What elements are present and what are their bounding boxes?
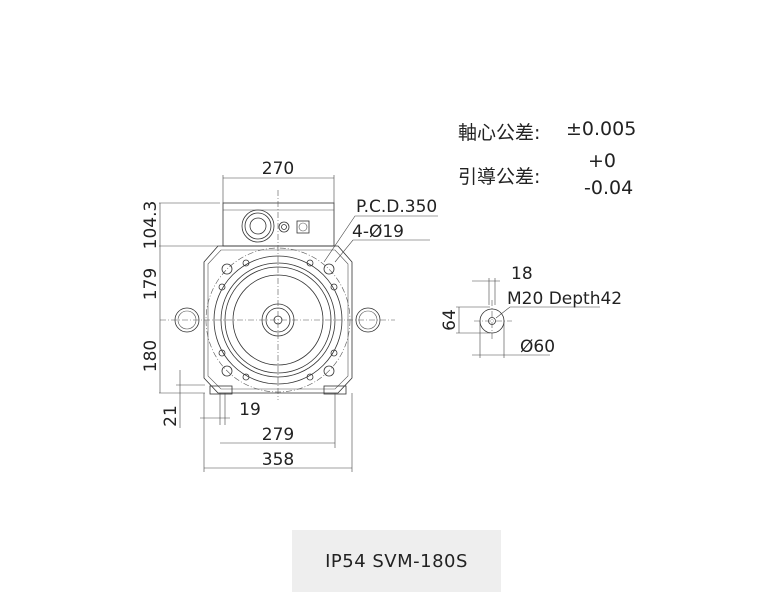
terminal-box xyxy=(222,202,335,247)
dim-overall-width: 358 xyxy=(262,450,294,470)
pcd-label: P.C.D.350 xyxy=(356,197,437,217)
dim-foot-width: 19 xyxy=(239,400,261,420)
dim-foot-height: 21 xyxy=(161,405,181,427)
shaft-end-view xyxy=(456,278,600,358)
dim-height: 64 xyxy=(440,309,460,331)
dim-key: 18 xyxy=(511,264,533,284)
pilot-tolerance-label: 引導公差: xyxy=(458,166,541,188)
axis-tolerance-value: ±0.005 xyxy=(566,118,637,140)
dim-box-height: 104.3 xyxy=(141,201,161,250)
dimensions xyxy=(159,175,438,472)
dim-lower-half: 180 xyxy=(141,340,161,372)
dim-upper-half: 179 xyxy=(141,268,161,300)
holes-label: 4-Ø19 xyxy=(352,222,404,242)
axis-tolerance-label: 軸心公差: xyxy=(458,122,541,144)
dim-diameter: Ø60 xyxy=(520,337,555,357)
thread-label: M20 Depth42 xyxy=(507,289,622,309)
pilot-tolerance-upper: +0 xyxy=(588,150,617,172)
model-label: IP54 SVM-180S xyxy=(292,530,501,592)
dim-top-width: 270 xyxy=(262,159,294,179)
dim-foot-spacing: 279 xyxy=(262,425,294,445)
pilot-tolerance-lower: -0.04 xyxy=(584,177,634,199)
